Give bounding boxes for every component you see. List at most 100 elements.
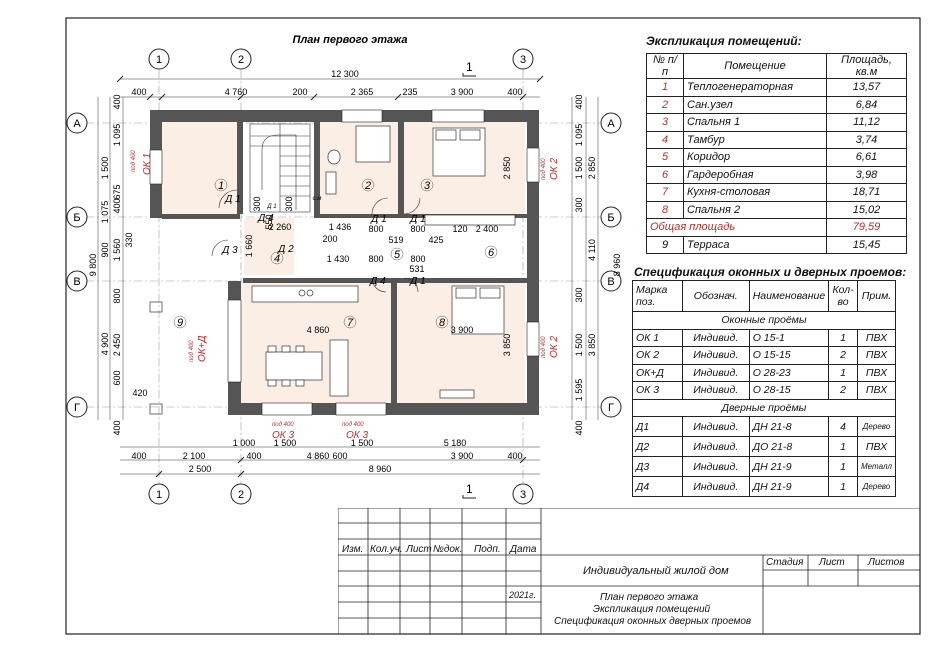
cell: Д1 [632,416,683,437]
stamp-year: 2021г. [509,590,536,600]
door-tag: Д 1 [409,276,425,287]
dim-left-total: 9 800 [88,254,98,277]
cell: 1 [828,436,859,457]
cell: 15,02 [826,200,907,219]
cell: 1 [828,456,859,477]
dim-top: 4 760 [225,87,248,97]
cell: 1 [646,78,684,97]
dim-left: 1 075 [100,201,110,224]
cell: 13,57 [826,78,907,97]
cell: ПВХ [857,381,896,400]
window-height: под 400 [131,150,137,172]
dimension-lines [97,78,599,475]
sheet-frame [65,17,921,635]
cell: ДО 21-8 [748,436,830,457]
axis-right-A: А [607,118,615,130]
dim-inner: 3 850 [502,334,512,357]
dim-inner: 550 [264,214,274,229]
cell: Терраса [683,235,827,254]
cell: Индивид. [681,416,750,437]
sheet-line: Спецификация оконных дверных проемов [554,616,752,627]
header-cell: Обознач. [681,280,750,312]
dim-right: 3 850 [587,334,597,357]
door-tag: Д 2 [277,244,294,255]
dim-inner: 4 860 [307,325,330,335]
cell: Индивид. [681,381,750,400]
cell: 9 [646,235,684,254]
cell: 1 [828,476,859,497]
axis-bubbles: 1 2 3 1 2 3 А Б В Г А Б В Г [66,48,622,505]
inner-dimensions: 2 260 1 436 800 800 120 2 400 519 425 1 … [112,157,512,357]
room-numbers: 1 2 3 4 5 6 7 8 9 [173,178,498,329]
dim-bottom: 2 500 [189,464,212,474]
cell: Коридор [683,148,827,167]
dim-inner: 2 400 [476,224,499,234]
dim-inner: 800 [368,224,383,234]
room-number-7: 7 [347,317,354,329]
section-marker-bottom: 1 [466,482,473,496]
project-name: Индивидуальный жилой дом [583,565,729,577]
top-dimensions: 12 300 400 4 760 200 2 365 235 3 900 400 [131,69,522,97]
cell: 3,98 [826,165,907,184]
small-label: с.м [313,196,322,202]
cell: О 28-23 [748,363,830,382]
cell: Индивид. [681,363,750,382]
door-tag: Д 1 [370,214,386,225]
axis-bottom-1: 1 [156,489,162,501]
spec-title: Спецификация оконных и дверных проемов: [634,265,907,279]
dim-left: 420 [132,388,147,398]
dim-right: 4 110 [587,239,597,261]
cell: 6,84 [826,95,907,114]
cell: Д4 [632,476,683,497]
axis-right-B: Б [607,212,614,224]
room-number-3: 3 [424,180,431,192]
window-tag-ok3-left: ОК 3 [272,430,294,441]
axis-left-B: Б [73,212,80,224]
dim-bottom: 400 [131,451,146,461]
axis-top-3: 3 [520,54,526,66]
dim-left: 1 500 [100,157,110,180]
dim-top: 2 365 [351,87,374,97]
cell: Гардеробная [683,165,827,184]
cell: Дерево [857,476,896,497]
window-tag-okd: ОК+Д [197,335,208,362]
dim-inner: 800 [368,254,383,264]
sheet-line: План первого этажа [600,592,699,603]
dim-top: 3 900 [451,87,474,97]
header-cell: № п/п [646,53,684,79]
spec-table: Марка поз. Обознач. Наименование Кол-во … [632,280,896,497]
cell: Сан.узел [683,95,827,114]
cell: ОК 1 [632,328,683,347]
window-tag-ok2-bottom: ОК 2 [549,336,560,358]
window-tag-ok3-right: ОК 3 [346,430,368,441]
cell: Индивид. [681,436,750,457]
dim-left: 400 [112,94,122,109]
dim-inner: 1 430 [327,254,350,264]
dim-bottom: 4 860 [307,451,330,461]
cell: Дерево [857,416,896,437]
header-cell: Прим. [857,280,896,312]
cell: 1 [828,363,859,382]
dim-bottom: 600 [332,451,347,461]
room-number-6: 6 [488,247,495,259]
cell: 8 [646,200,684,219]
cell: 6,61 [826,148,907,167]
dim-inner: 425 [428,235,443,245]
room-number-2: 2 [364,180,371,192]
header-cell: Кол-во [828,280,859,312]
cell: ОК+Д [632,363,683,382]
header-cell: Марка поз. [632,280,683,312]
cell: Спальня 2 [683,200,827,219]
stamp-col: Подп. [474,544,501,555]
dim-inner: 531 [409,264,424,274]
dim-top: 235 [402,87,417,97]
cell: Тамбур [683,130,827,149]
